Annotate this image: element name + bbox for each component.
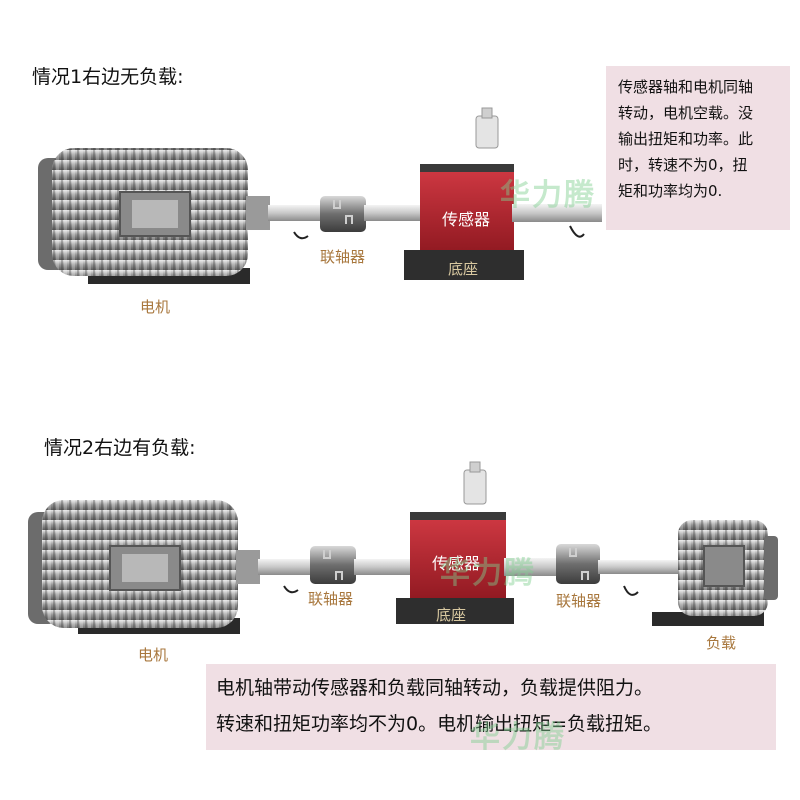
case1-note-line: 矩和功率均为0. — [618, 182, 723, 200]
case2-shaft-left — [258, 559, 314, 575]
case2-load-label: 负载 — [706, 634, 737, 652]
case2-shaft-right — [504, 558, 564, 576]
case1-shaft-right — [512, 204, 602, 222]
case1-note-line: 传感器轴和电机同轴 — [618, 78, 754, 96]
case2-coupling-left-label: 联轴器 — [308, 590, 354, 608]
case1-rotation-arrow-right — [569, 225, 585, 238]
watermark-logo: 华力腾 — [470, 720, 566, 755]
case1-coupling — [320, 196, 366, 232]
case1-note-line: 时，转速不为0，扭 — [618, 156, 748, 174]
case1-motor-label: 电机 — [140, 298, 171, 316]
case2-motor-label: 电机 — [138, 646, 169, 664]
case2-rotation-arrow-left — [283, 585, 299, 594]
case2-base-label: 底座 — [436, 606, 467, 624]
case2-sensor-label: 传感器 — [432, 554, 481, 573]
case2-shaft-mid — [354, 559, 414, 575]
case2-title: 情况2右边有负载: — [44, 437, 196, 459]
case2-load-motor — [652, 520, 778, 626]
case2-base — [396, 598, 514, 624]
case2-shaft-load — [598, 560, 686, 574]
case2-sensor — [410, 461, 506, 604]
case1-sensor — [420, 107, 514, 256]
case1-sensor-label: 传感器 — [442, 210, 491, 229]
case1-shaft-mid — [364, 205, 424, 221]
case2-note: 电机轴带动传感器和负载同轴转动，负载提供阻力。 转速和扭矩功率均不为0。电机输出… — [206, 664, 776, 750]
case2-coupling-right-label: 联轴器 — [556, 592, 602, 610]
case1-rotation-arrow-left — [293, 231, 309, 240]
case1-note: 传感器轴和电机同轴 转动，电机空载。没 输出扭矩和功率。此 时，转速不为0，扭 … — [606, 66, 790, 230]
case1-note-line: 转动，电机空载。没 — [618, 104, 754, 122]
case1-coupling-label: 联轴器 — [320, 248, 366, 266]
case2-coupling-right — [556, 544, 600, 584]
case2-rotation-arrow-right — [623, 585, 639, 596]
case2-coupling-left — [310, 546, 356, 584]
case1-title: 情况1右边无负载: — [32, 66, 184, 88]
case2-note-line: 电机轴带动传感器和负载同轴转动，负载提供阻力。 — [216, 677, 654, 699]
case1-shaft-left — [268, 205, 324, 221]
watermark-logo: 华力腾 — [500, 178, 596, 213]
case1-base-label: 底座 — [448, 260, 479, 278]
case2-note-line: 转速和扭矩功率均不为0。电机输出扭矩=负载扭矩。 — [216, 713, 663, 735]
watermark-logo: 华力腾 — [440, 556, 536, 591]
case1-note-line: 输出扭矩和功率。此 — [618, 130, 754, 148]
case1-base — [404, 250, 524, 280]
case1-motor — [38, 148, 270, 284]
case2-motor — [28, 500, 260, 634]
